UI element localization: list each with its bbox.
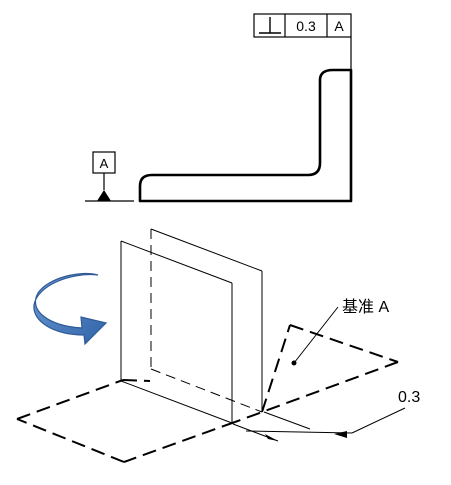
dimension-leader xyxy=(351,407,406,434)
l-bracket-profile xyxy=(138,68,353,203)
fcf-tolerance: 0.3 xyxy=(296,18,316,34)
extension-line-2 xyxy=(263,411,311,430)
dimension-line xyxy=(245,430,353,434)
dimension-arrow-right-icon xyxy=(334,431,347,438)
feature-control-frame: 0.3 A xyxy=(253,13,352,38)
rotation-arrow-icon xyxy=(33,272,108,346)
datum-feature-symbol: A xyxy=(85,151,134,202)
datum-label: A xyxy=(100,156,109,171)
dimension-value: 0.3 xyxy=(398,389,420,406)
tolerance-zone-planes xyxy=(120,228,263,424)
perpendicularity-icon xyxy=(259,17,281,34)
datum-triangle-icon xyxy=(97,190,111,201)
fcf-datum: A xyxy=(334,18,344,34)
datum-plane-a xyxy=(16,324,399,463)
datum-plane-label: 基准 A xyxy=(342,298,389,316)
tolerance-dimension: 0.3 xyxy=(232,389,420,442)
datum-plane-leader xyxy=(293,306,339,364)
datum-plane-callout: 基准 A xyxy=(291,298,389,366)
dimension-arrow-left-icon xyxy=(265,434,278,441)
datum-plane-dot xyxy=(291,360,297,366)
